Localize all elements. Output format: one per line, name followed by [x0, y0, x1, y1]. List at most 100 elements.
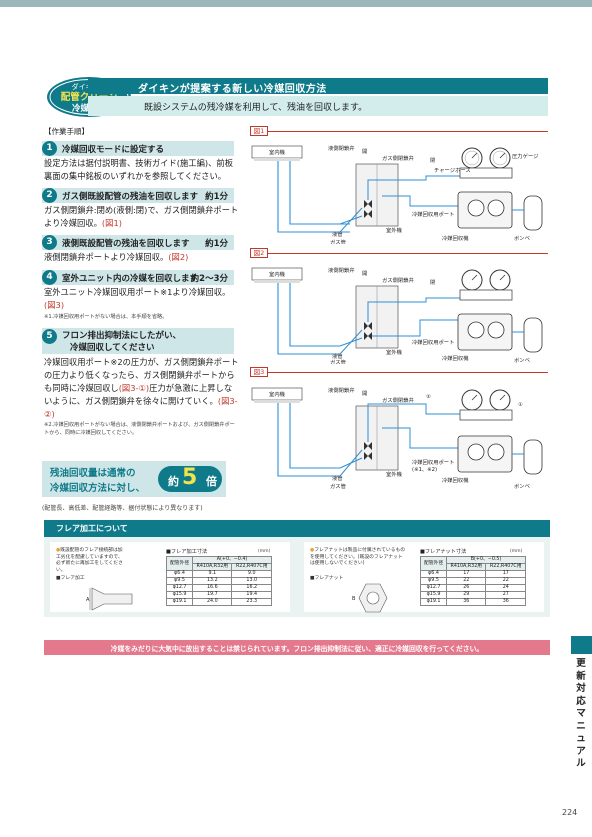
- step-4-body: 室外ユニット冷媒回収用ポート※1より冷媒回収。: [44, 287, 231, 297]
- gas-valve-label: ガス側閉鎖弁: [382, 276, 414, 284]
- table-cell: 24: [485, 584, 526, 592]
- table-cell: 16.6: [192, 584, 233, 592]
- nut-table: 配管外径 B(+0、−0.5) R410A,R32用 R22,R407C用 φ6…: [419, 556, 526, 606]
- table-cell: φ6.4: [419, 570, 448, 578]
- table-cell: φ15.9: [419, 591, 448, 599]
- step-number: 2: [42, 188, 57, 203]
- fig-ref: (図1): [101, 218, 122, 228]
- step-label-2: 冷媒回収してください: [70, 343, 155, 353]
- fig-ref: (図3-②): [44, 396, 238, 419]
- recovery-unit-label: 冷媒回収機: [442, 476, 469, 484]
- table-header: A(+0、−0.4): [192, 556, 272, 564]
- step-1: 1 冷媒回収モードに設定する: [42, 141, 234, 156]
- table-header: R22,R407C用: [485, 563, 526, 571]
- step-marker-2: ②: [426, 394, 431, 400]
- page-title: ダイキンが提案する新しい冷媒回収方法: [138, 84, 327, 95]
- step-3: 3 液側既設配管の残油を回収します 約1分: [42, 235, 234, 250]
- fig-ref: (図3): [44, 300, 65, 310]
- banner-post: 倍: [206, 475, 217, 488]
- warning-text: 冷媒をみだりに大気中に放出することは禁じられています。フロン排出抑制法に従い、適…: [110, 645, 484, 653]
- flare-dim-b: B: [352, 596, 356, 602]
- step-2-body: ガス側閉鎖弁:閉め(液側:閉)で、ガス側閉鎖弁ポートより冷媒回収。: [44, 205, 239, 228]
- note-1: ※1.冷媒回収用ポートがない場合は、本手順を省略。: [44, 314, 168, 320]
- figure-1-label: 図1: [250, 126, 268, 136]
- step-number: 3: [42, 235, 57, 250]
- table-cell: φ9.5: [165, 577, 194, 585]
- indoor-unit-label: 室内機: [269, 390, 286, 398]
- step-number: 4: [42, 270, 57, 285]
- gas-valve-label: ガス側閉鎖弁: [382, 154, 414, 162]
- step-5-text: 冷媒回収用ポート※2の圧力が、ガス側閉鎖弁ポートの圧力より低くなったら、ガス側閉…: [44, 356, 240, 421]
- indoor-unit-label: 室内機: [269, 270, 286, 278]
- flare-table-unit: (mm): [258, 549, 271, 554]
- note-2: ※2.冷媒回収用ポートがない場合は、液側閉鎖弁ポートおよび、ガス側閉鎖弁ポートか…: [44, 422, 235, 436]
- recovery-port-note: (※1、※2): [412, 467, 437, 473]
- cylinder-label: ボンベ: [514, 356, 530, 364]
- nut-table-title-text: フレアナット寸法: [424, 549, 467, 555]
- step-time: 約1分: [205, 239, 228, 249]
- table-cell: φ12.7: [419, 584, 448, 592]
- liquid-valve-label: 液側閉鎖弁: [328, 144, 355, 152]
- table-header: R410A,R32用: [192, 563, 233, 571]
- flare-caption-left: ■フレア加工: [56, 576, 85, 581]
- step-3-body: 液側閉鎖弁ポートより冷媒回収。: [44, 252, 169, 262]
- table-cell: 9.1: [192, 570, 233, 578]
- banner-number: 5: [182, 465, 198, 490]
- table-cell: φ19.1: [165, 598, 194, 606]
- table-cell: 16.2: [231, 584, 272, 592]
- banner-pre: 約: [168, 475, 179, 488]
- step-4: 4 室外ユニット内の冷媒を回収します 約2〜3分: [42, 270, 234, 285]
- figure-rule: [268, 372, 548, 373]
- nut-table-title: ■フレアナット寸法: [420, 549, 467, 555]
- table-header: B(+0、−0.5): [446, 556, 526, 564]
- figure-2-label: 図2: [250, 248, 268, 258]
- table-cell: 17: [446, 570, 487, 578]
- step-1-text: 設定方法は据付説明書、技術ガイド(施工編)、前板裏面の集中銘板のいずれかを参照し…: [44, 158, 234, 181]
- flare-note-right-text: フレアナットは製品に付属されているものを使用してください。(既設のフレアナットは…: [310, 548, 406, 566]
- figure-1-diagram: 室内機 液側閉鎖弁 ガス側閉鎖弁 チャージホース 圧力ゲージ 冷媒回収用ポート …: [251, 144, 543, 244]
- highlight-banner: 残油回収量は通常の 冷媒回収方法に対し、 約 5 倍: [42, 461, 226, 497]
- gas-pipe-label: ガス管: [330, 358, 346, 364]
- table-cell: 9.0: [231, 570, 272, 578]
- header-band: [88, 78, 548, 94]
- fig-ref: (図2): [168, 252, 189, 262]
- indoor-unit-label: 室内機: [269, 148, 286, 156]
- open-marker: 開: [362, 270, 367, 277]
- step-5-body-a: 冷媒回収用ポート※2の圧力が、ガス側閉鎖弁ポートの圧力より低くなったら、ガス側閉…: [44, 357, 239, 393]
- flare-caption-right-text: フレアナット: [314, 576, 344, 581]
- flare-shape-illustration: A: [86, 587, 133, 611]
- step-5-body-b: 圧力が急激に上昇しないように、ガス側閉鎖弁を徐々に開けていく。: [44, 383, 233, 406]
- header-sub-band: [88, 96, 548, 116]
- figure-3-diagram: 室内機 液側閉鎖弁 ガス側閉鎖弁 冷媒回収用ポート (※1、※2) 液管 ガス管…: [251, 386, 543, 490]
- liquid-pipe-label: 液管: [332, 230, 343, 238]
- table-cell: 36: [485, 598, 526, 606]
- nut-table-unit: (mm): [510, 549, 523, 554]
- step-number: 1: [42, 141, 57, 156]
- table-cell: 29: [446, 591, 487, 599]
- step-5: 5 フロン排出抑制法にしたがい、 冷媒回収してください: [42, 328, 234, 354]
- step-label: フロン排出抑制法にしたがい、: [62, 331, 182, 341]
- gas-pipe-label: ガス管: [330, 238, 346, 244]
- figure-rule: [268, 131, 548, 132]
- recovery-port-label: 冷媒回収用ポート: [412, 338, 454, 346]
- step-4-text: 室外ユニット冷媒回収用ポート※1より冷媒回収。 (図3): [44, 286, 240, 312]
- figure-2-diagram: 室内機 液側閉鎖弁 ガス側閉鎖弁 冷媒回収用ポート 液管 ガス管 室外機 冷媒回…: [251, 266, 543, 364]
- flare-dim-a: A: [86, 597, 90, 603]
- step-label: 室外ユニット内の冷媒を回収します: [62, 274, 199, 284]
- table-cell: φ9.5: [419, 577, 448, 585]
- table-cell: 36: [446, 598, 487, 606]
- table-cell: φ12.7: [165, 584, 194, 592]
- recovery-unit-label: 冷媒回収機: [442, 234, 469, 242]
- step-time: 約1分: [205, 192, 228, 202]
- table-cell: 13.2: [192, 577, 233, 585]
- flare-table: 配管外径 A(+0、−0.4) R410A,R32用 R22,R407C用 φ6…: [165, 556, 272, 606]
- liquid-valve-label: 液側閉鎖弁: [328, 266, 355, 274]
